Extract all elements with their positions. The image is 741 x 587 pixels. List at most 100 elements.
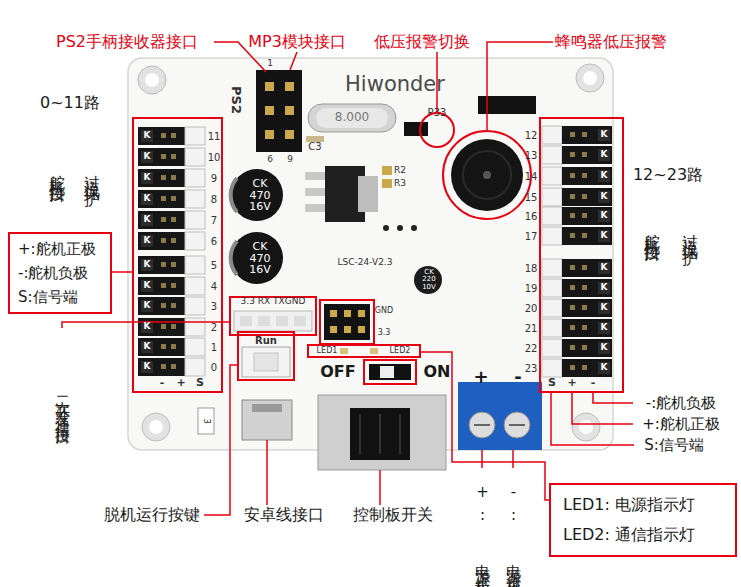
callout-text: -:舵机负极 [18,261,102,285]
pin-name: 3.3 [378,329,391,338]
callout-text: 过流保护 [682,221,698,241]
highlight-circle [420,113,454,147]
slide-switch-knob [350,408,410,460]
pin [330,326,337,333]
knob-ridge [399,414,401,454]
via [383,225,389,231]
polarity-mark: + [567,377,576,389]
leader-line [512,450,514,468]
callout-text: +: 电源正极 [475,483,490,572]
connector-key: K [144,215,151,225]
header-housing [256,70,302,152]
terminal-screw [504,412,530,438]
component-marking: CK 470 16V [245,178,275,213]
connector-key: K [144,362,151,372]
channel-number: 4 [211,281,217,292]
buzzer [451,139,523,211]
connector-key: K [601,343,608,353]
mount-hole [576,64,604,92]
crystal [308,104,396,132]
channel-number: 17 [525,231,538,242]
callout-text: 安卓线接口 [244,506,324,524]
highlight-box [230,297,316,335]
callout-text: MP3模块接口 [248,33,346,51]
polarity-mark: + [176,377,185,389]
connector-key: K [144,260,151,270]
pin-number: 9 [287,155,293,165]
pin-number: 3 [201,418,211,424]
pin [285,106,294,115]
capacitor-stripe [231,241,237,275]
run-button [242,347,290,377]
pin [265,106,274,115]
electrolytic-capacitor [231,232,283,284]
channel-number: 12 [525,130,538,141]
silkscreen-text: LED1 [317,347,338,356]
callout-text: +:舵机正极 [642,416,720,433]
channel-number: 22 [525,343,538,354]
pin [265,82,274,91]
mount-hole [583,71,597,85]
channel-number: 15 [525,192,538,203]
leader-lines [62,42,634,515]
connector-key: K [601,171,608,181]
callout-box: LED1: 电源指示灯LED2: 通信指示灯 [549,483,737,557]
connector-key: K [144,342,151,352]
knob-ridge [379,414,381,454]
channel-number: 6 [211,236,217,247]
leader-line [481,450,483,468]
pin [285,130,294,139]
jumper [404,122,428,136]
power-slider [369,364,411,380]
electrolytic-capacitor [414,266,442,294]
leader-line [572,392,633,424]
channel-number: 20 [525,303,538,314]
highlight-box [133,118,222,392]
channel-number: 2 [211,322,217,333]
channel-number: 14 [525,171,538,182]
callout-text: LED2: 通信指示灯 [563,520,723,550]
mount-hole [579,420,593,434]
callout-text: 0~11路 [40,94,100,112]
pin-name: GND [375,307,393,316]
connector-key: K [601,363,608,373]
highlight-box [364,360,416,384]
capacitor-stripe [231,178,237,212]
leader-line [379,470,381,505]
usb-connector [242,400,292,440]
channel-number: 21 [525,323,538,334]
mp3-header [324,304,370,340]
regulator-pin [305,204,327,212]
polarity-mark: S [196,377,204,389]
polarity-mark: - [591,377,596,389]
silkscreen-text: R3 [394,179,406,189]
channel-number: 19 [525,283,538,294]
silkscreen-text: LSC-24-V2.3 [338,258,393,268]
connector-key: K [601,192,608,202]
connector-key: K [144,131,151,141]
channel-number: 8 [211,194,217,205]
channel-number: 16 [525,211,538,222]
crystal-top [316,108,388,128]
highlight-circle [443,131,531,219]
pin-number: 1 [267,59,273,69]
connector-key: K [144,236,151,246]
terminal-screw [469,412,495,438]
callout-text: 二次开发通信接口 [55,385,70,425]
resistor-pad [382,166,392,175]
callout-text: +:舵机正极 [18,237,102,261]
highlight-box [238,332,294,380]
pin [285,82,294,91]
pin [358,310,365,317]
callout-text: 蜂鸣器低压报警 [555,33,667,51]
callout-text: 控制板开关 [353,506,433,524]
buzzer-hole [483,171,491,179]
leader-line [551,392,634,445]
silkscreen-text: PS2 [229,86,243,114]
channel-number: 1 [211,342,217,353]
mount-hole [145,73,159,87]
leader-line [204,365,238,515]
channel-number: 7 [211,215,217,226]
led [370,348,378,354]
resistor-pad [382,179,392,188]
